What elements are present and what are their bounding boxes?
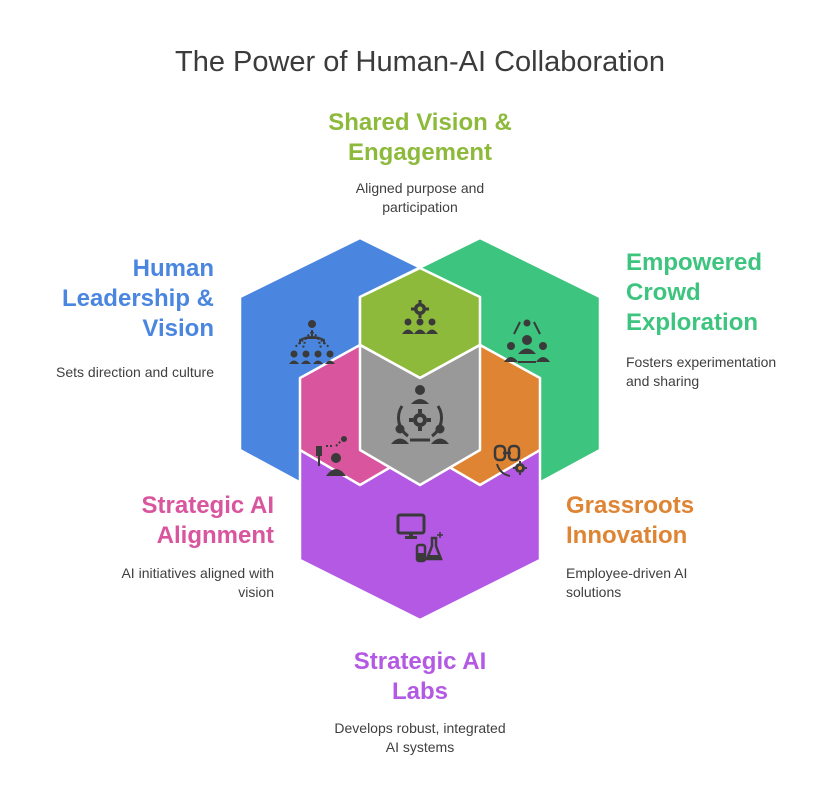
heading-line: Human	[132, 255, 214, 282]
heading-line: Alignment	[156, 522, 274, 549]
description-grassroots: Employee-driven AI solutions	[566, 564, 786, 602]
heading-line: Innovation	[566, 522, 688, 549]
description-line: Aligned purpose and	[355, 180, 485, 196]
description-line: AI initiatives aligned with	[121, 565, 274, 581]
heading-shared-vision: Shared Vision & Engagement	[270, 108, 570, 168]
heading-line: Grassroots	[566, 492, 695, 519]
heading-line: Strategic AI	[141, 492, 274, 519]
page-title: The Power of Human-AI Collaboration	[174, 46, 665, 78]
heading-line: Shared Vision &	[328, 109, 512, 136]
heading-empowered-crowd: Empowered Crowd Exploration	[626, 248, 826, 338]
connected-people-icon	[504, 319, 550, 363]
description-line: AI systems	[385, 739, 455, 755]
heading-strategic-alignment: Strategic AI Alignment	[60, 491, 274, 551]
heading-ai-labs: Strategic AI Labs	[270, 647, 570, 707]
description-shared-vision: Aligned purpose and participation	[300, 179, 540, 217]
team-gear-icon	[402, 300, 438, 334]
description-strategic-alignment: AI initiatives aligned with vision	[60, 564, 274, 602]
description-line: solutions	[566, 584, 622, 600]
heading-line: Engagement	[347, 139, 493, 166]
heading-line: Leadership &	[61, 285, 214, 312]
heading-line: Strategic AI	[353, 648, 487, 675]
heading-line: Vision	[142, 315, 214, 342]
person-strategy-icon	[316, 436, 347, 476]
computer-lab-icon	[396, 513, 443, 563]
description-line: Sets direction and culture	[56, 364, 214, 380]
heading-line: Empowered	[626, 249, 763, 276]
hierarchy-icon	[289, 320, 335, 364]
description-line: Employee-driven AI	[566, 565, 688, 581]
heading-line: Exploration	[626, 309, 759, 336]
heading-line: Labs	[391, 678, 448, 705]
description-line: Develops robust, integrated	[334, 720, 506, 736]
heading-line: Crowd	[626, 279, 701, 306]
description-line: vision	[238, 584, 274, 600]
description-human-leadership: Sets direction and culture	[20, 363, 214, 382]
collaboration-gear-icon	[391, 385, 449, 444]
description-ai-labs: Develops robust, integrated AI systems	[270, 719, 570, 757]
description-line: Fosters experimentation	[626, 354, 777, 370]
chain-gear-icon	[493, 444, 527, 477]
description-empowered-crowd: Fosters experimentation and sharing	[626, 353, 826, 391]
heading-human-leadership: Human Leadership & Vision	[40, 254, 214, 344]
heading-grassroots: Grassroots Innovation	[566, 491, 786, 551]
description-line: and sharing	[626, 373, 700, 389]
description-line: participation	[382, 199, 458, 215]
